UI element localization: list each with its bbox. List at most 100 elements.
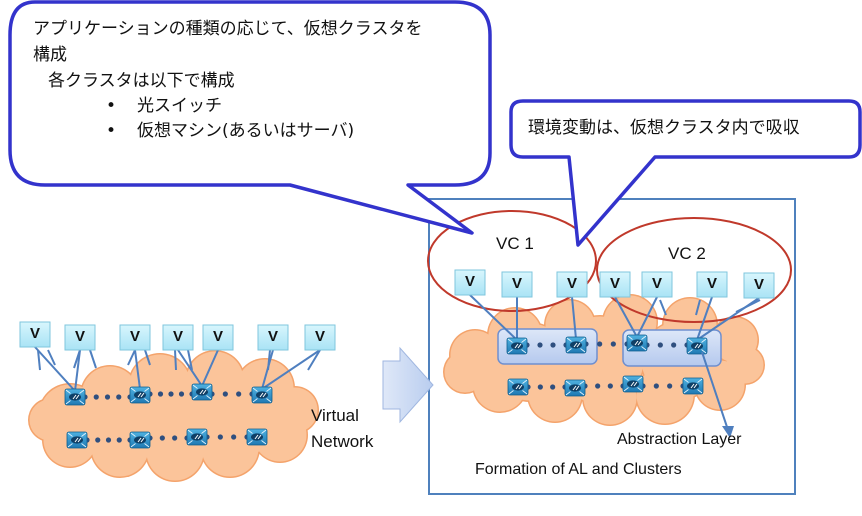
network-link	[74, 349, 81, 392]
switch-port	[580, 337, 586, 342]
connection-dot	[116, 394, 122, 400]
switch-mark	[693, 383, 698, 389]
virtual-machine-box	[599, 271, 631, 298]
network-link	[307, 349, 321, 371]
switch-port	[566, 337, 572, 342]
switch-port	[641, 335, 647, 340]
switch-port	[187, 440, 193, 445]
cloud-puff	[444, 351, 486, 393]
switch-mark	[634, 340, 639, 346]
virtual-machine-label: V	[29, 325, 40, 342]
switch-port	[144, 387, 150, 392]
switch-port	[697, 389, 703, 394]
switch-mark	[254, 434, 259, 440]
switch-mark	[262, 392, 267, 398]
switch-port	[252, 398, 258, 403]
connection-dot	[657, 342, 663, 348]
switch-mark	[576, 342, 581, 348]
switch-port	[566, 348, 572, 353]
virtual-machine-box	[641, 271, 673, 298]
optical-switch-icon	[129, 386, 151, 404]
switch-port	[641, 346, 647, 351]
virtual-machine-box	[743, 272, 775, 299]
connection-dot	[178, 391, 185, 397]
connection-dot	[550, 384, 556, 390]
network-link	[267, 349, 271, 371]
network-link	[659, 299, 667, 316]
switch-port	[130, 398, 136, 403]
switch-port	[130, 432, 136, 437]
switch-port	[67, 443, 73, 448]
network-link	[201, 349, 219, 387]
switch-port	[522, 379, 528, 384]
switch-mark	[517, 343, 522, 349]
network-link	[47, 349, 56, 366]
vc1-label: VC 1	[496, 234, 534, 253]
virtual-machines	[19, 269, 775, 351]
connection-dot	[222, 391, 228, 397]
switch-port	[261, 429, 267, 434]
virtual-machine-box	[454, 269, 486, 296]
switch-mark	[575, 385, 580, 391]
switch-port	[67, 432, 73, 437]
network-link	[144, 349, 151, 366]
virtual-machine-box	[501, 271, 533, 298]
connection-dot	[653, 383, 659, 389]
switch-port	[627, 346, 633, 351]
bullet-2-glyph: •	[106, 121, 117, 141]
virtual-machine-box	[64, 324, 96, 351]
switch-port	[683, 389, 689, 394]
optical-switch-icon	[682, 377, 704, 395]
connection-dot	[671, 342, 677, 348]
switch-port	[637, 376, 643, 381]
virtual-machine-box	[162, 324, 194, 351]
callout-main-bubble	[8, 0, 492, 235]
vc1-ellipse	[427, 210, 597, 312]
network-link	[261, 349, 321, 390]
connection-dot	[159, 435, 165, 441]
optical-switch-icon	[507, 378, 529, 396]
connection-dot	[104, 394, 111, 400]
virtual-machine-label: V	[609, 275, 620, 292]
optical-switch-icon	[64, 388, 86, 406]
virtual-machine-label: V	[212, 328, 223, 345]
optical-switch-icon	[686, 337, 708, 355]
optical-switch-icon	[191, 383, 213, 401]
optical-switch-icon	[186, 428, 208, 446]
switch-port	[521, 349, 527, 354]
virtual-machine-label: V	[129, 328, 140, 345]
optical-switch-icon	[251, 386, 273, 404]
network-link	[735, 299, 761, 313]
abstraction-layer-pointer	[701, 351, 729, 431]
switch-port	[266, 387, 272, 392]
connection-dot	[172, 435, 178, 441]
switch-port	[687, 338, 693, 343]
switch-mark	[694, 343, 699, 349]
switch-mark	[518, 384, 523, 390]
switch-port	[522, 390, 528, 395]
switch-mark	[259, 392, 264, 398]
switch-port	[247, 429, 253, 434]
connection-dot	[537, 342, 543, 348]
switch-port	[81, 443, 87, 448]
network-link	[695, 299, 701, 316]
network-link	[134, 349, 141, 390]
optical-switch-icon	[622, 375, 644, 393]
virtual-machine-label: V	[267, 328, 278, 345]
switch-port	[201, 429, 207, 434]
switch-mark	[137, 392, 142, 398]
vc2-ellipse	[596, 217, 792, 323]
switch-mark	[633, 381, 638, 387]
abstraction-layer-arrowhead	[722, 426, 734, 438]
network-link	[614, 296, 638, 338]
connection-dot	[231, 434, 237, 440]
connection-dot	[105, 437, 112, 443]
switch-port	[701, 338, 707, 343]
switch-mark	[202, 389, 207, 395]
virtual-machine-box	[304, 324, 336, 351]
switch-mark	[257, 434, 262, 440]
switch-mark	[690, 383, 695, 389]
switch-port	[261, 440, 267, 445]
virtual-machine-box	[696, 271, 728, 298]
